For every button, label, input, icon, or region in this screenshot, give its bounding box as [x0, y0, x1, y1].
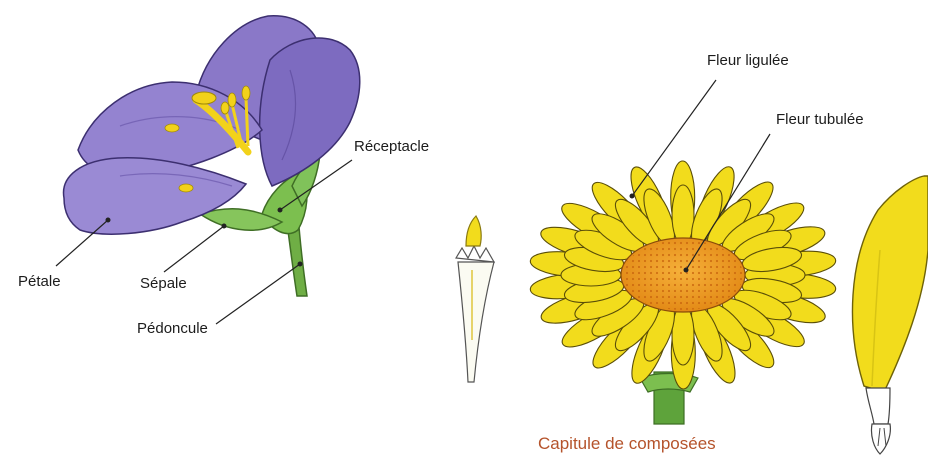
leader-sepale [164, 226, 224, 272]
anther-1 [228, 93, 236, 107]
label-pedoncule: Pédoncule [137, 321, 208, 336]
tubular-floret-illustration [456, 216, 494, 382]
label-sepale: Sépale [140, 276, 187, 291]
ligulate-floret-illustration [852, 176, 928, 454]
ray-floret [672, 185, 694, 245]
leader-pedoncule [216, 264, 300, 324]
purple-flower-illustration [64, 16, 360, 296]
label-receptacle: Réceptacle [354, 139, 429, 154]
anther-2 [242, 86, 250, 100]
label-fleur-tubulee: Fleur tubulée [776, 112, 864, 127]
ray-floret [672, 305, 694, 365]
label-fleur-ligulee: Fleur ligulée [707, 53, 789, 68]
capitulum-illustration [529, 161, 837, 424]
label-petale: Pétale [18, 274, 61, 289]
anther-5 [179, 184, 193, 192]
capitulum-caption: Capitule de composées [538, 435, 716, 452]
anther-3 [221, 102, 229, 114]
anther-4 [165, 124, 179, 132]
pistil-stigma [192, 92, 216, 104]
petal-right [260, 38, 360, 186]
